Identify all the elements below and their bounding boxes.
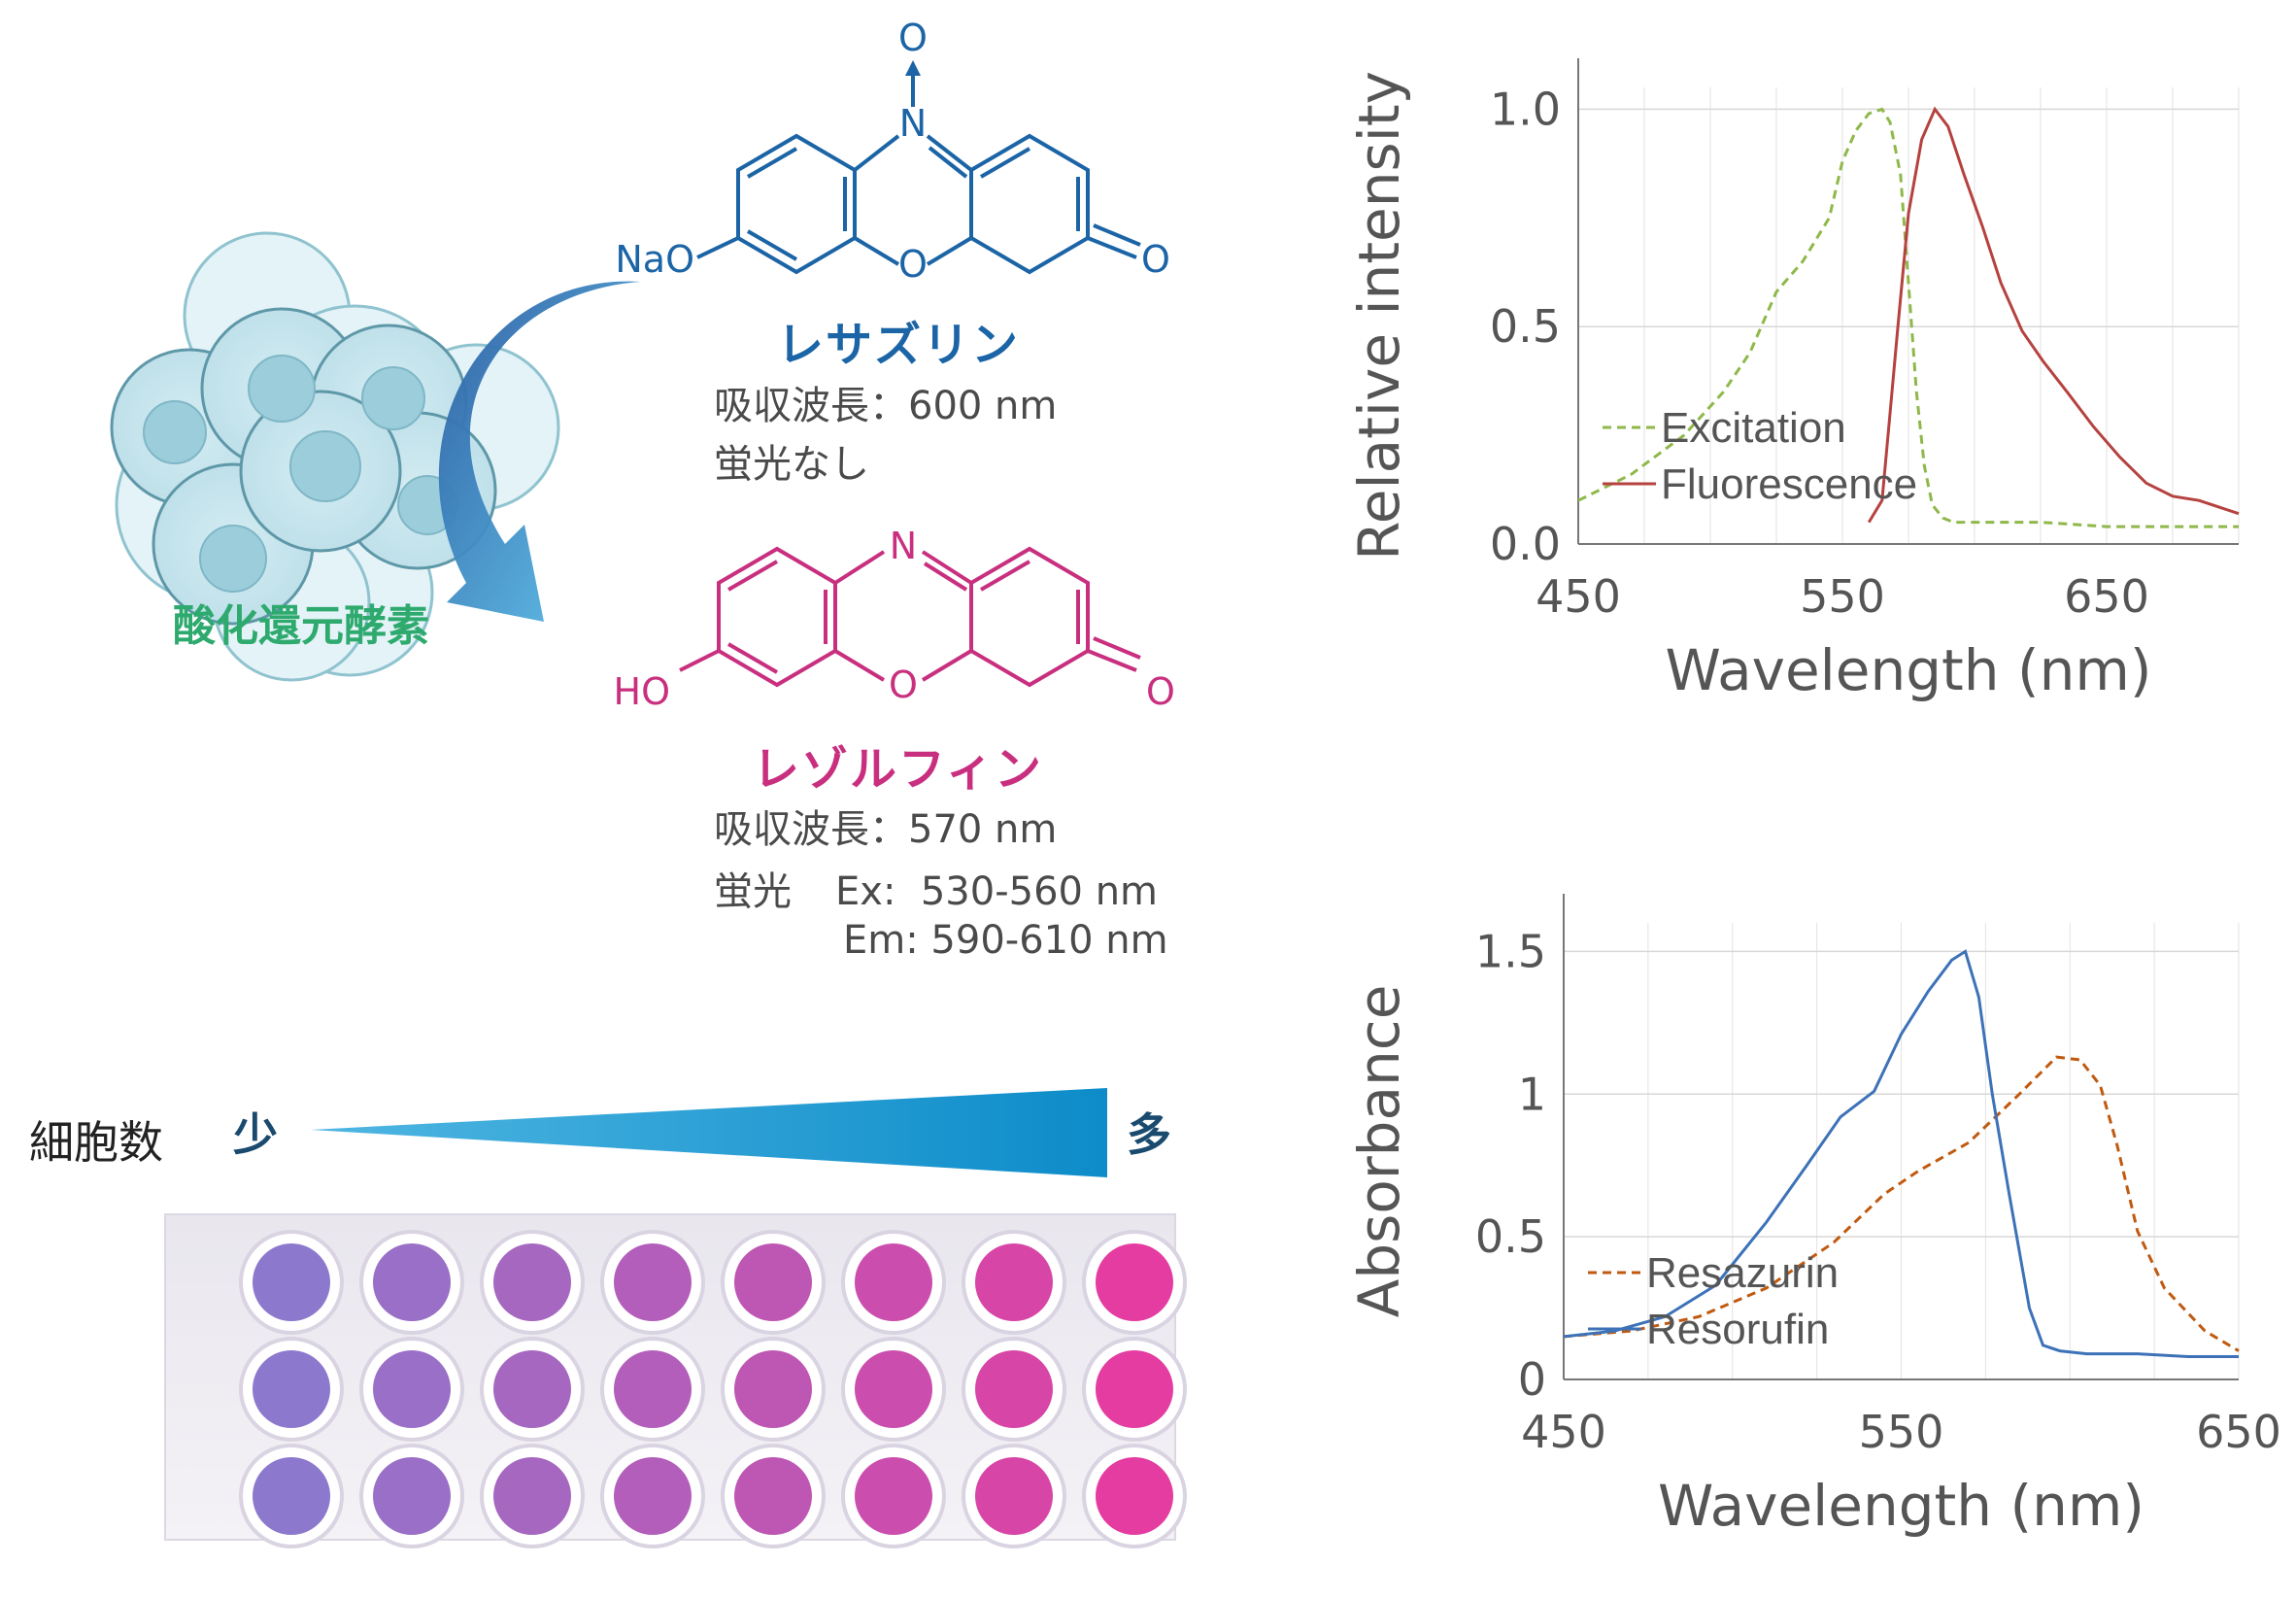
well: [855, 1350, 932, 1428]
y-tick-label: 1: [1518, 1068, 1546, 1120]
well: [734, 1350, 812, 1428]
atom-n: N: [899, 102, 927, 145]
atom-o-keto: O: [1146, 670, 1175, 713]
cell-count-wedge: [311, 1088, 1107, 1177]
x-tick-label: 650: [2196, 1406, 2281, 1458]
well: [373, 1457, 451, 1535]
well: [493, 1243, 571, 1321]
well: [493, 1457, 571, 1535]
well-plate: [164, 1213, 1187, 1548]
resorufin-atoms: N O O HO: [614, 525, 1175, 713]
well: [855, 1457, 932, 1535]
well: [614, 1350, 692, 1428]
resazurin-name: レサズリン: [777, 318, 1021, 372]
x-tick-label: 450: [1536, 570, 1621, 623]
series-line-resazurin: [1563, 1055, 2240, 1352]
y-tick-label: 0.0: [1490, 518, 1561, 570]
y-axis-label: Absorbance: [1346, 985, 1412, 1318]
reaction-arrow: [438, 281, 641, 622]
well: [975, 1350, 1053, 1428]
y-tick-label: 0.5: [1475, 1210, 1546, 1263]
well: [1096, 1243, 1173, 1321]
x-axis-label: Wavelength (nm): [1658, 1473, 2144, 1539]
resazurin-absorption: 吸収波長：600 nm: [714, 384, 1058, 428]
y-tick-label: 1.0: [1490, 83, 1561, 135]
y-tick-label: 0.5: [1490, 300, 1561, 353]
well: [1096, 1350, 1173, 1428]
resorufin-absorption: 吸収波長：570 nm: [714, 807, 1058, 852]
series-line-excitation: [1577, 107, 2239, 528]
atom-ho: HO: [614, 670, 670, 713]
well: [373, 1350, 451, 1428]
legend-label: Resorufin: [1646, 1306, 1829, 1353]
series-line-resorufin: [1563, 949, 2239, 1358]
resazurin-atoms: O N O O NaO: [615, 17, 1170, 286]
atom-o-top: O: [898, 17, 928, 59]
atom-nao: NaO: [615, 238, 694, 281]
cell-count-low: 少: [233, 1108, 278, 1161]
atom-o-ring: O: [898, 243, 928, 286]
resorufin-fluorescence-label: 蛍光: [714, 869, 792, 914]
resazurin-structure: [696, 60, 1141, 275]
resazurin-fluorescence: 蛍光なし: [714, 442, 869, 487]
legend-label: Resazurin: [1646, 1249, 1839, 1297]
well: [253, 1243, 330, 1321]
y-tick-label: 0: [1518, 1353, 1546, 1406]
well: [614, 1457, 692, 1535]
well: [493, 1350, 571, 1428]
series-line-fluorescence: [1867, 106, 2240, 524]
x-tick-label: 550: [1800, 570, 1885, 623]
x-tick-label: 450: [1521, 1406, 1606, 1458]
well: [734, 1457, 812, 1535]
well: [253, 1350, 330, 1428]
enzyme-label: 酸化還元酵素: [173, 601, 429, 651]
well: [975, 1243, 1053, 1321]
well: [373, 1243, 451, 1321]
well: [614, 1243, 692, 1321]
well: [734, 1243, 812, 1321]
resorufin-structure: [679, 546, 1141, 688]
x-tick-label: 650: [2064, 570, 2149, 623]
cell-count-label: 細胞数: [29, 1116, 163, 1169]
x-tick-label: 550: [1859, 1406, 1944, 1458]
resorufin-name: レゾルフィン: [753, 742, 1044, 797]
legend-label: Excitation: [1661, 404, 1846, 452]
atom-o-keto: O: [1141, 238, 1170, 281]
y-axis-label: Relative intensity: [1346, 71, 1412, 561]
legend-label: Fluorescence: [1661, 460, 1917, 508]
resorufin-em: Em: 590-610 nm: [843, 918, 1168, 963]
well: [253, 1457, 330, 1535]
well: [975, 1457, 1053, 1535]
atom-n: N: [890, 525, 917, 567]
atom-o-ring: O: [889, 663, 918, 706]
x-axis-label: Wavelength (nm): [1665, 637, 2151, 703]
resorufin-ex: Ex: 530-560 nm: [835, 869, 1159, 914]
cell-count-high: 多: [1127, 1108, 1171, 1161]
well: [855, 1243, 932, 1321]
well: [1096, 1457, 1173, 1535]
y-tick-label: 1.5: [1475, 925, 1546, 977]
